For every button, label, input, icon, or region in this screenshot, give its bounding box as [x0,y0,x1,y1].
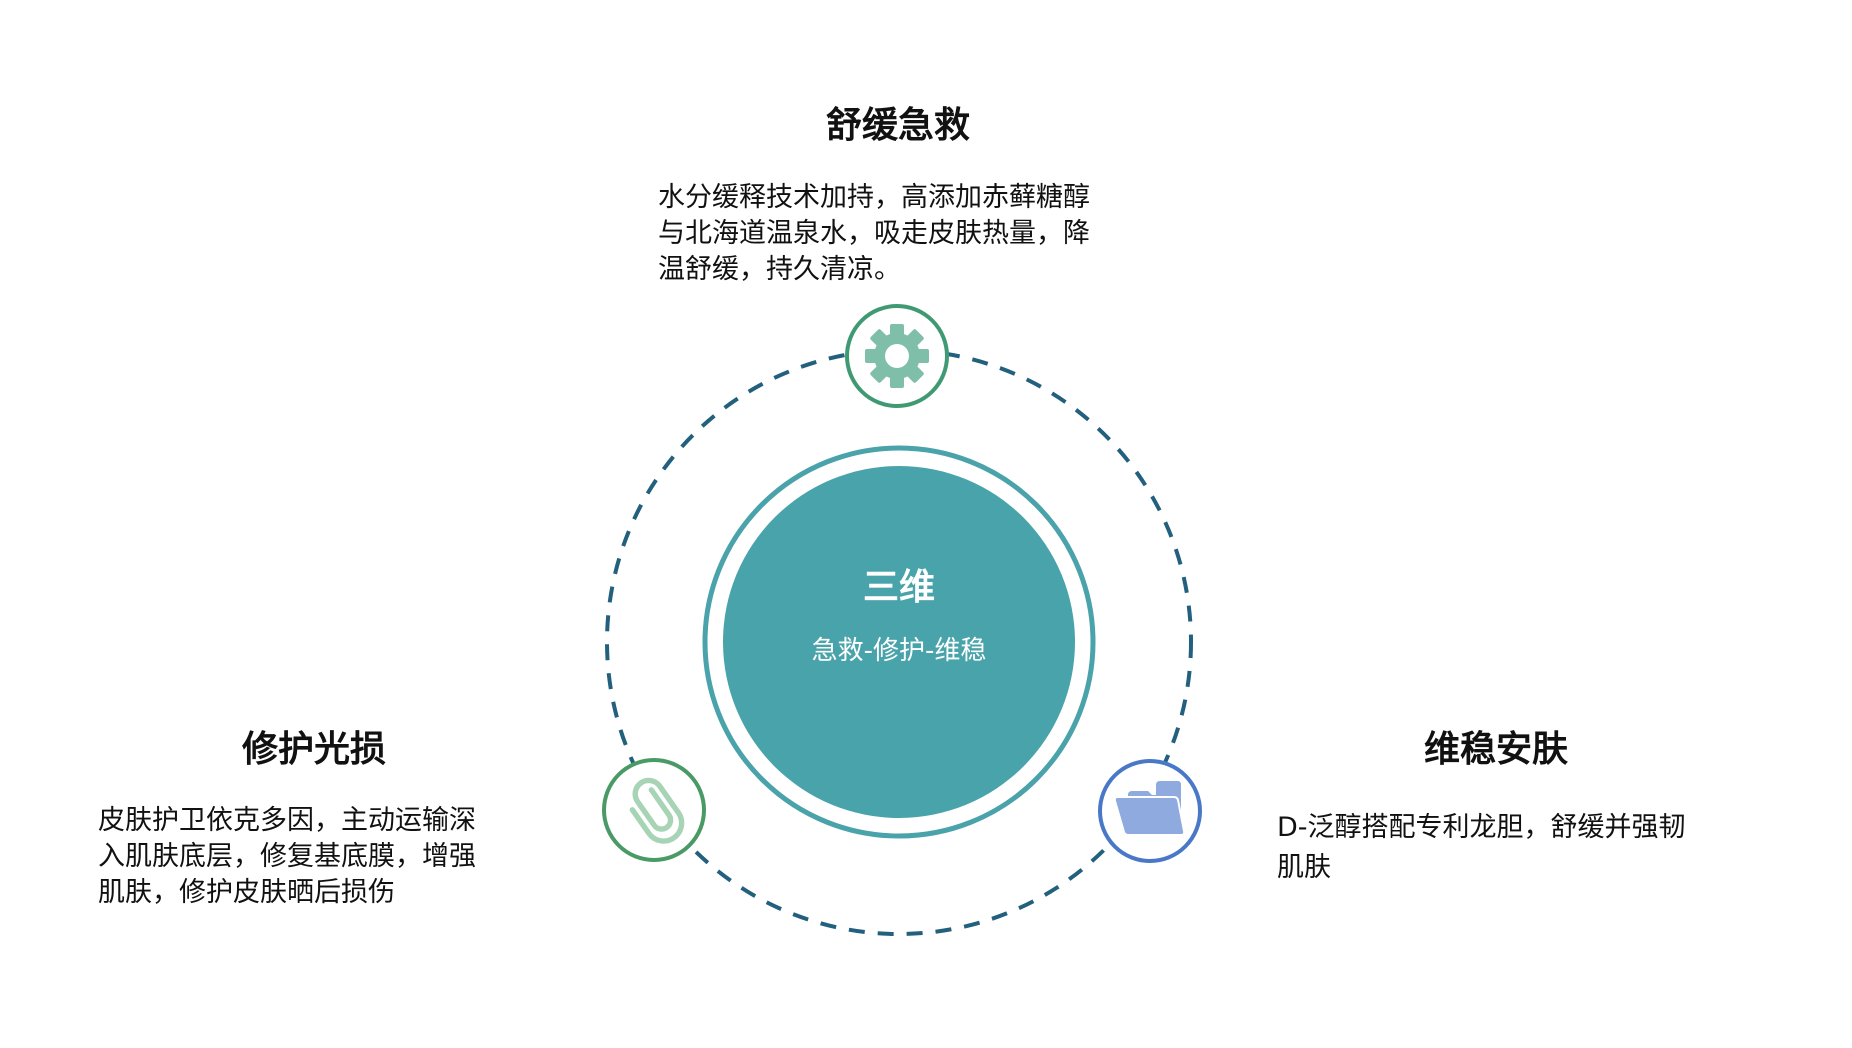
node-repair-title: 修护光损 [241,729,386,770]
description-line: D-泛醇搭配专利龙胆，舒缓并强韧 [1277,812,1686,843]
node-soothe-description: 水分缓释技术加持，高添加赤藓糖醇 与北海道温泉水，吸走皮肤热量，降 温舒缓，持久… [658,180,1178,288]
description-line: 入肌肤底层，修复基底膜，增强 [98,841,476,872]
node-stabilize-description: D-泛醇搭配专利龙胆，舒缓并强韧 肌肤 [1277,808,1797,888]
center-subtitle: 急救-修护-维稳 [811,636,987,666]
center-circle [723,466,1075,818]
node-repair-description: 皮肤护卫依克多因，主动运输深 入肌肤底层，修复基底膜，增强 肌肤，修护皮肤晒后损… [98,803,558,911]
description-line: 皮肤护卫依克多因，主动运输深 [98,805,476,836]
gear-icon [865,324,929,388]
node-stabilize-badge[interactable] [1098,759,1202,863]
description-line: 肌肤 [1277,852,1331,883]
node-stabilize-title: 维稳安肤 [1423,729,1568,770]
description-line: 温舒缓，持久清凉。 [658,254,901,285]
description-line: 水分缓释技术加持，高添加赤藓糖醇 [658,182,1090,213]
paperclip-icon [629,777,685,844]
description-line: 肌肤，修护皮肤晒后损伤 [98,877,395,908]
folder-icon [1113,781,1186,836]
description-line: 与北海道温泉水，吸走皮肤热量，降 [658,218,1090,249]
node-soothe-title: 舒缓急救 [825,105,970,146]
node-soothe-badge[interactable] [845,304,949,408]
node-repair-badge[interactable] [602,758,706,862]
center-title: 三维 [862,567,935,608]
